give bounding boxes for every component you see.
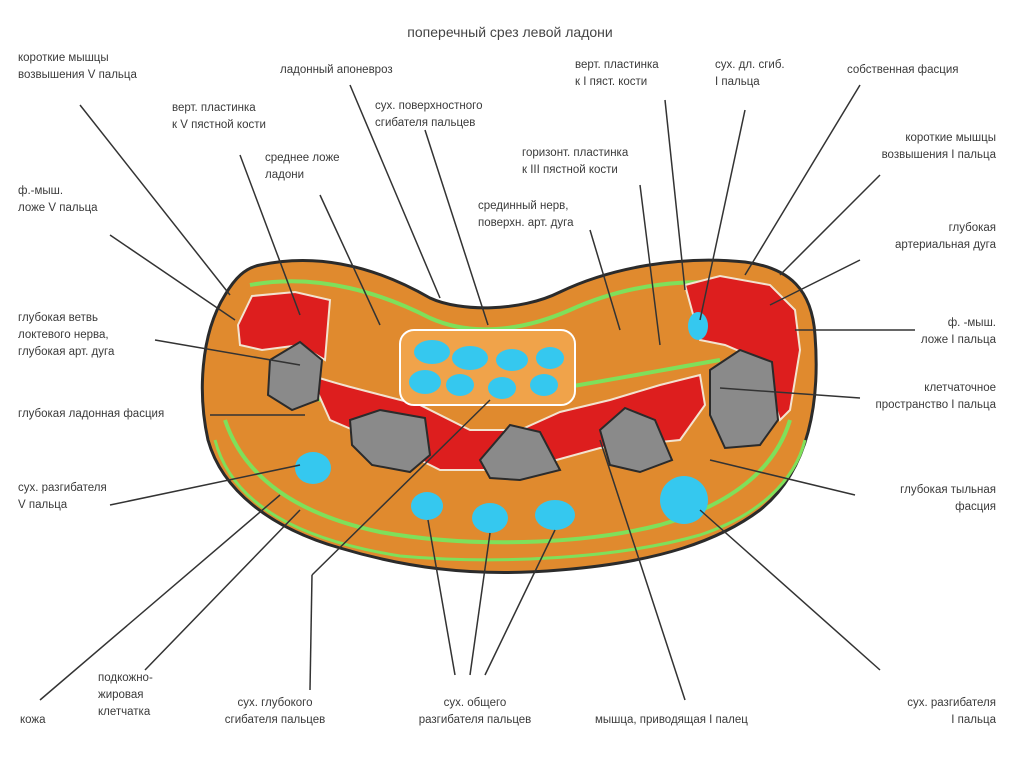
label-short-muscles-v: короткие мышцы возвышения V пальца <box>18 52 137 81</box>
metacarpal-iii <box>478 423 562 482</box>
metacarpal-iv <box>348 408 432 474</box>
subcutaneous-fascia-line <box>213 439 807 562</box>
label-vertical-plate-i: верт. пластинка к I пяст. кости <box>575 59 659 88</box>
label-fm-bed-i: ф. -мыш. ложе I пальца <box>920 317 996 346</box>
metacarpal-ii <box>598 406 674 474</box>
label-extensor-i-tendon: сух. разгибателя I пальца <box>907 697 996 726</box>
label-palmar-aponeurosis: ладонный апоневроз <box>280 64 393 76</box>
label-long-flexor-i-tendon: сух. дл. сгиб. I пальца <box>715 59 785 88</box>
label-adductor-pollicis: мышца, приводящая I палец <box>595 714 748 726</box>
label-own-fascia: собственная фасция <box>847 64 959 76</box>
label-vertical-plate-v: верт. пластинка к V пястной кости <box>172 102 266 131</box>
label-deep-ulnar-branch: глубокая ветвь локтевого нерва, глубокая… <box>18 312 115 358</box>
label-deep-dorsal-fascia: глубокая тыльная фасция <box>900 484 996 513</box>
deep-dorsal-fascia-line <box>223 419 792 545</box>
metacarpal-i <box>709 348 780 450</box>
label-horizontal-plate-iii: горизонт. пластинка к III пястной кости <box>522 147 629 176</box>
diagram-title: поперечный срез левой ладони <box>407 24 613 40</box>
tendon-long-flexor-i <box>688 312 708 340</box>
label-subcutaneous-tissue: подкожно- жировая клетчатка <box>98 672 153 718</box>
label-superficial-flexor-tendon: сух. поверхностного сгибателя пальцев <box>375 100 483 129</box>
flexor-tendons <box>409 340 564 399</box>
label-middle-palm-bed: среднее ложе ладони <box>265 152 340 181</box>
own-fascia-line <box>249 279 761 332</box>
label-deep-flexor-tendon: сух. глубокого сгибателя пальцев <box>224 697 326 726</box>
label-cellular-space-i: клетчаточное пространство I пальца <box>875 382 996 411</box>
label-short-muscles-i: короткие мышцы возвышения I пальца <box>881 132 996 161</box>
leader-lines <box>39 84 915 701</box>
label-fm-bed-v: ф.-мыш. ложе V пальца <box>18 185 98 214</box>
metacarpal-v <box>266 340 324 412</box>
label-median-nerve: срединный нерв, поверхн. арт. дуга <box>478 200 574 229</box>
label-extensor-v-tendon: сух. разгибателя V пальца <box>18 482 107 511</box>
label-common-extensor-tendon: сух. общего разгибателя пальцев <box>418 697 532 726</box>
extensor-tendons <box>295 452 708 533</box>
label-deep-palmar-fascia: глубокая ладонная фасция <box>18 408 165 420</box>
hypothenar-muscles <box>236 290 332 362</box>
label-deep-arterial-arch: глубокая артериальная дуга <box>895 222 996 251</box>
label-skin: кожа <box>20 714 46 726</box>
